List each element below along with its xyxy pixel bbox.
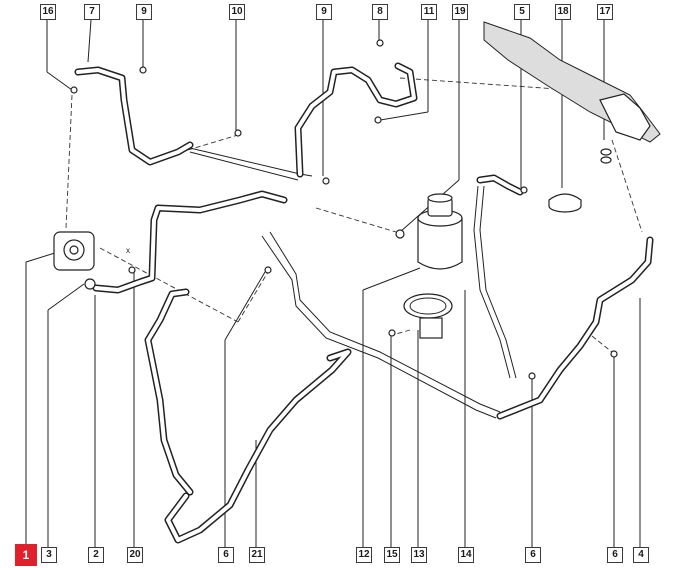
callout-3: 3 [41, 547, 57, 563]
callout-6: 6 [218, 547, 234, 563]
callout-14: 14 [458, 547, 474, 563]
callout-5: 5 [514, 4, 530, 20]
callout-17: 17 [597, 4, 613, 20]
callout-15: 15 [384, 547, 400, 563]
callout-1-highlighted: 1 [15, 544, 37, 566]
steering-rack [483, 21, 661, 143]
hoses [74, 62, 654, 544]
leader-lines [25, 19, 641, 548]
fasteners [70, 39, 618, 380]
reservoir-cap [548, 193, 582, 213]
reservoir-bracket [403, 293, 453, 339]
callout-10: 10 [229, 4, 245, 20]
dashed-assembly-lines [65, 77, 643, 353]
callout-7: 7 [84, 4, 100, 20]
callout-6: 6 [607, 547, 623, 563]
callout-6: 6 [525, 547, 541, 563]
fluid-reservoir [417, 193, 463, 270]
callout-9: 9 [316, 4, 332, 20]
callout-18: 18 [555, 4, 571, 20]
x-mark-annotation: x [126, 246, 130, 255]
callout-13: 13 [411, 547, 427, 563]
callout-20: 20 [127, 547, 143, 563]
callout-11: 11 [421, 4, 437, 20]
callout-21: 21 [249, 547, 265, 563]
callout-12: 12 [356, 547, 372, 563]
callout-9: 9 [136, 4, 152, 20]
callout-4: 4 [633, 547, 649, 563]
callout-16: 16 [40, 4, 56, 20]
callout-2: 2 [88, 547, 104, 563]
callout-8: 8 [372, 4, 388, 20]
power-steering-pump [53, 231, 96, 290]
callout-19: 19 [452, 4, 468, 20]
